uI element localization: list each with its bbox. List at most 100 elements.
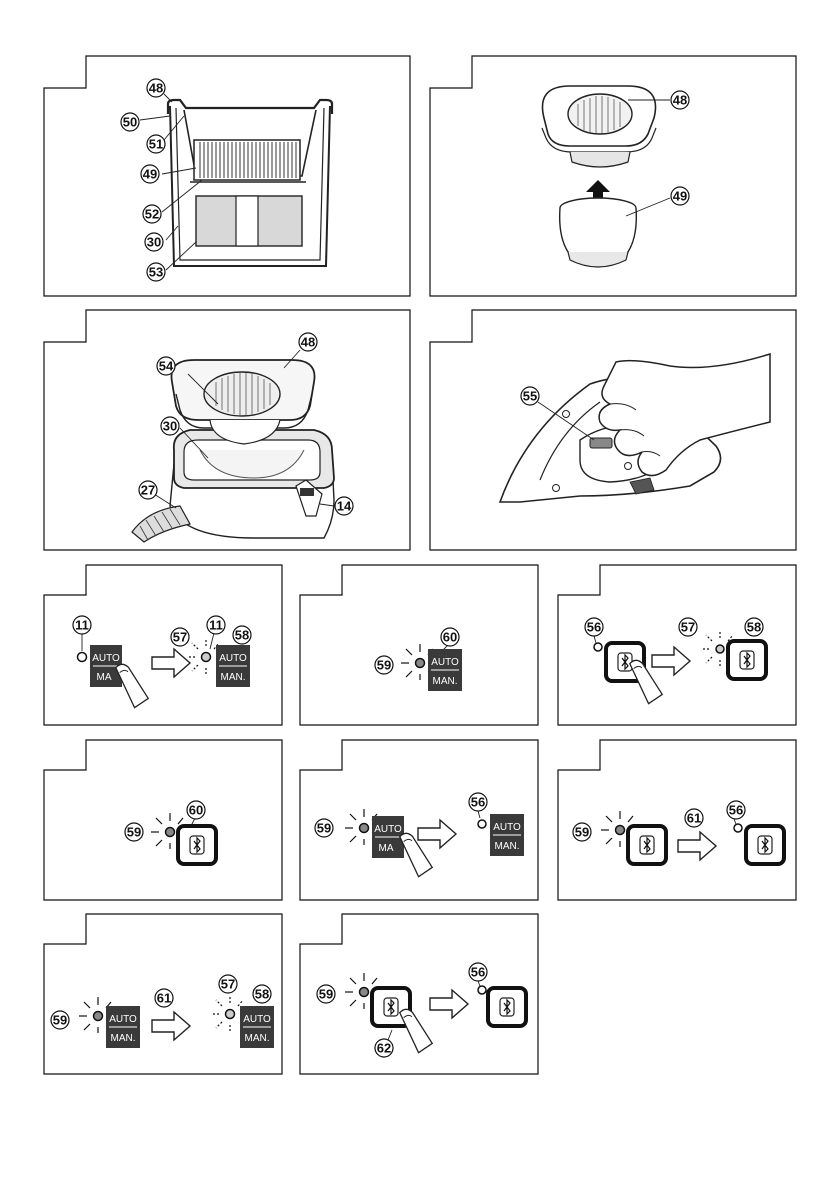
svg-text:60: 60 — [443, 630, 457, 645]
callout-57: 57 — [679, 618, 697, 636]
figure-auto-man-blink: 59 60 AUTO MAN. — [300, 565, 538, 725]
figure-filter-removal: 48 49 — [430, 56, 796, 296]
svg-text:54: 54 — [159, 359, 174, 374]
auto-man-button[interactable]: AUTO MAN. — [216, 645, 250, 687]
figure-auto-man-timeout: 59 AUTO MAN. 61 57 58 AUTO MAN. — [44, 914, 282, 1074]
callout-58: 58 — [745, 618, 763, 636]
callout-55: 55 — [521, 387, 539, 405]
callout-60: 60 — [187, 801, 205, 819]
callout-59: 59 — [375, 656, 393, 674]
svg-text:MAN.: MAN. — [221, 672, 246, 683]
arrow-right-icon — [652, 647, 690, 675]
callout-27: 27 — [139, 481, 157, 499]
svg-text:58: 58 — [255, 987, 269, 1002]
callout-50: 50 — [121, 113, 139, 131]
callout-51: 51 — [147, 135, 165, 153]
auto-man-button[interactable]: AUTO MAN. — [106, 1006, 140, 1048]
callout-58: 58 — [253, 985, 271, 1003]
svg-text:57: 57 — [221, 977, 235, 992]
svg-text:61: 61 — [687, 811, 701, 826]
led-indicator-icon — [478, 986, 486, 994]
callout-59: 59 — [315, 819, 333, 837]
bluetooth-button[interactable] — [728, 641, 766, 679]
callout-14: 14 — [335, 497, 353, 515]
bluetooth-button[interactable] — [746, 826, 784, 864]
svg-text:11: 11 — [209, 618, 223, 633]
svg-text:59: 59 — [53, 1013, 67, 1028]
figure-bluetooth-press: 56 57 58 — [558, 565, 796, 725]
svg-text:55: 55 — [523, 389, 537, 404]
svg-text:14: 14 — [337, 499, 352, 514]
auto-man-button[interactable]: AUTO MAN. — [428, 649, 462, 691]
svg-text:62: 62 — [377, 1041, 391, 1056]
callout-11: 11 — [73, 616, 91, 634]
callout-52: 52 — [143, 205, 161, 223]
callout-48: 48 — [671, 91, 689, 109]
led-indicator-icon — [211, 995, 243, 1031]
svg-text:52: 52 — [145, 207, 159, 222]
callout-49: 49 — [671, 187, 689, 205]
callout-56: 56 — [727, 801, 745, 819]
callout-30: 30 — [145, 233, 163, 251]
led-indicator-icon — [594, 643, 602, 651]
svg-text:56: 56 — [587, 620, 601, 635]
svg-text:48: 48 — [149, 81, 163, 96]
svg-text:49: 49 — [673, 189, 687, 204]
svg-text:59: 59 — [127, 825, 141, 840]
callout-54: 54 — [157, 357, 175, 375]
arrow-right-icon — [152, 1012, 190, 1040]
svg-text:AUTO: AUTO — [92, 653, 120, 664]
svg-text:30: 30 — [163, 419, 177, 434]
callout-57: 57 — [171, 628, 189, 646]
svg-text:MAN.: MAN. — [495, 841, 520, 852]
callout-57: 57 — [219, 975, 237, 993]
svg-text:11: 11 — [75, 618, 89, 633]
svg-text:AUTO: AUTO — [431, 657, 459, 668]
svg-text:56: 56 — [471, 965, 485, 980]
arrow-right-icon — [678, 832, 716, 860]
auto-man-button[interactable]: AUTO MAN. — [240, 1006, 274, 1048]
svg-text:AUTO: AUTO — [109, 1014, 137, 1025]
bluetooth-button[interactable] — [488, 988, 526, 1026]
svg-text:60: 60 — [189, 803, 203, 818]
svg-text:AUTO: AUTO — [243, 1014, 271, 1025]
svg-text:57: 57 — [681, 620, 695, 635]
svg-text:51: 51 — [149, 137, 163, 152]
svg-text:48: 48 — [301, 335, 315, 350]
callout-56: 56 — [469, 793, 487, 811]
svg-text:27: 27 — [141, 483, 155, 498]
arrow-right-icon — [430, 990, 468, 1018]
svg-text:61: 61 — [157, 991, 171, 1006]
callout-58: 58 — [233, 626, 251, 644]
led-indicator-icon — [78, 653, 87, 662]
led-indicator-icon — [734, 824, 742, 832]
svg-text:48: 48 — [673, 93, 687, 108]
auto-man-button[interactable]: AUTO MAN. — [490, 814, 524, 856]
finger-icon — [399, 1005, 433, 1054]
callout-53: 53 — [147, 263, 165, 281]
svg-text:50: 50 — [123, 115, 137, 130]
svg-text:30: 30 — [147, 235, 161, 250]
figure-hand-switch: 55 — [430, 310, 796, 550]
bluetooth-button[interactable] — [628, 826, 666, 864]
figure-filter-on-cleaner: 54 48 30 27 14 — [44, 310, 410, 550]
callout-59: 59 — [125, 823, 143, 841]
figure-auto-man-reset: 59 AUTO MA 56 AUTO MAN. — [300, 740, 538, 900]
figure-bluetooth-blink: 59 60 — [44, 740, 282, 900]
bluetooth-button[interactable] — [178, 826, 216, 864]
svg-text:AUTO: AUTO — [493, 822, 521, 833]
figure-bluetooth-timeout: 59 61 56 — [558, 740, 796, 900]
svg-text:56: 56 — [729, 803, 743, 818]
svg-text:49: 49 — [143, 167, 157, 182]
callout-30: 30 — [161, 417, 179, 435]
svg-text:MA: MA — [97, 672, 112, 683]
callout-59: 59 — [51, 1011, 69, 1029]
svg-text:59: 59 — [319, 987, 333, 1002]
callout-48: 48 — [147, 79, 165, 97]
svg-text:AUTO: AUTO — [219, 653, 247, 664]
led-indicator-icon — [478, 820, 486, 828]
svg-text:59: 59 — [575, 825, 589, 840]
svg-text:58: 58 — [235, 628, 249, 643]
auto-man-button[interactable]: AUTO MA — [372, 816, 404, 858]
svg-text:59: 59 — [317, 821, 331, 836]
